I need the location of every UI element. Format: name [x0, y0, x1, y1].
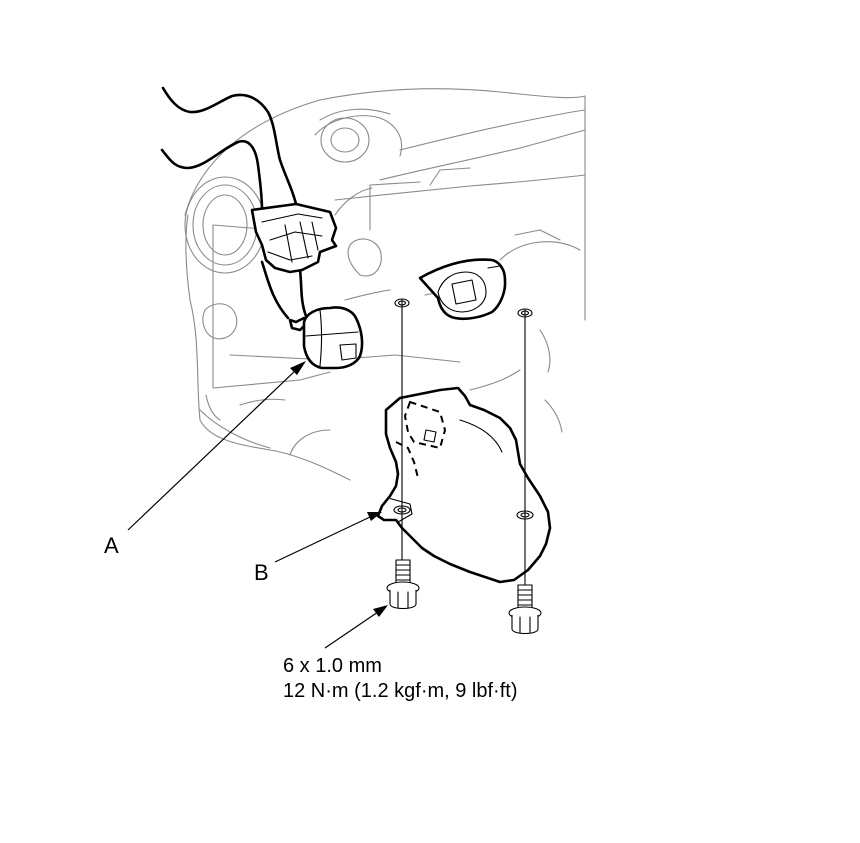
bolt-size: 6 x 1.0 mm [283, 655, 382, 677]
bolt-spec: 6 x 1.0 mm 12 N·m (1.2 kgf·m, 9 lbf·ft) [283, 654, 518, 704]
leader-bolt [324, 605, 388, 649]
callout-label-b: B [254, 560, 269, 585]
harness-clip [250, 202, 338, 274]
engine-port [184, 176, 266, 274]
leader-a [127, 361, 306, 531]
leader-b [274, 512, 382, 563]
alignment-lines [401, 299, 526, 586]
engine-block-outline [184, 88, 586, 481]
bolt-left [386, 559, 420, 610]
bolt-torque: 12 N·m (1.2 kgf·m, 9 lbf·ft) [283, 680, 518, 702]
engine-knob [320, 117, 370, 163]
callout-label-a: A [104, 533, 119, 558]
connector-a [302, 306, 364, 370]
bolt-right [508, 584, 542, 635]
cover-b [376, 386, 552, 584]
sensor-connector [418, 258, 507, 321]
